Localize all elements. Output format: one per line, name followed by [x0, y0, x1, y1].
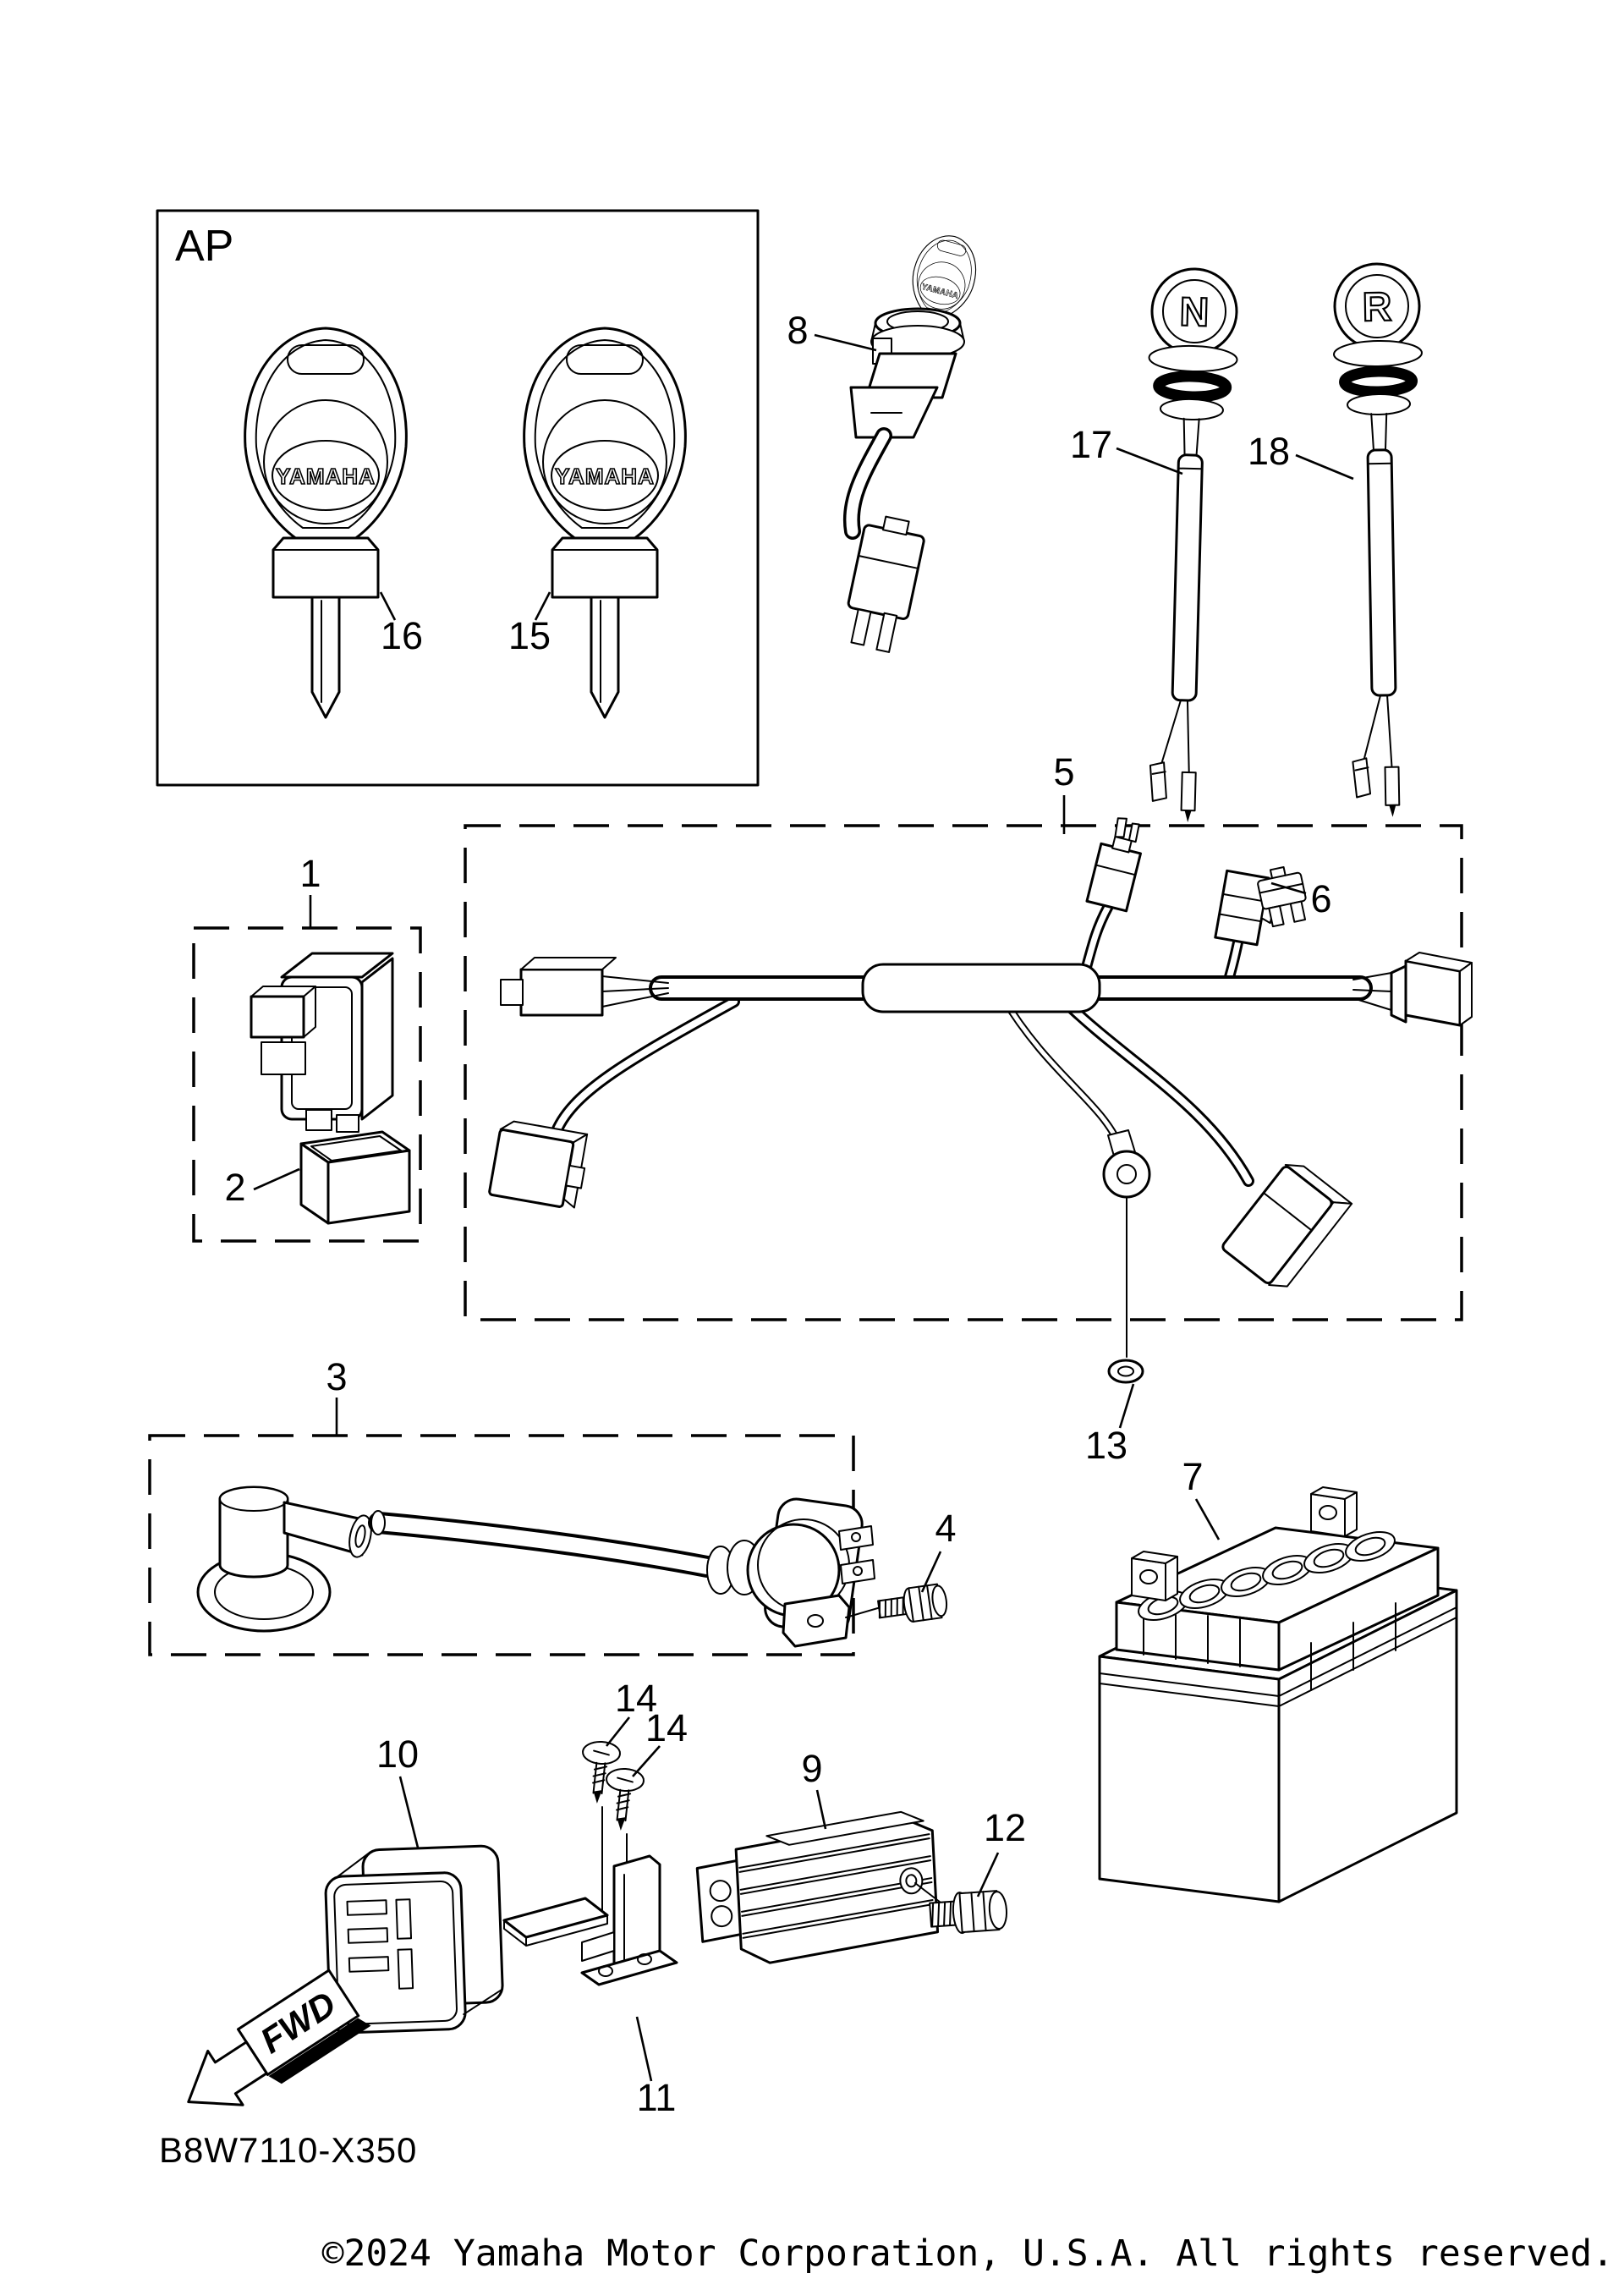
plug-lead-box-3: 3 — [148, 1355, 887, 1656]
battery-terminal-left — [1131, 1551, 1178, 1601]
callout-15[interactable]: 15 — [508, 614, 551, 657]
callout-2[interactable]: 2 — [224, 1166, 245, 1209]
leader-11 — [635, 2016, 653, 2082]
leader-14a — [605, 1716, 631, 1747]
screws-14: 14 14 — [579, 1677, 688, 1947]
harness-connector-lower-right — [1221, 1163, 1353, 1288]
ignition-coil — [706, 1497, 875, 1648]
cdi-unit — [250, 952, 394, 1133]
callout-10[interactable]: 10 — [376, 1733, 419, 1776]
ap-inset-border — [156, 209, 760, 787]
key-16-yamaha-logo: YAMAHA — [276, 464, 376, 489]
leader-8 — [814, 333, 877, 352]
cdi-box-1: 1 2 — [192, 852, 422, 1243]
screw-14b — [602, 1766, 645, 1833]
callout-1[interactable]: 1 — [299, 852, 321, 895]
ap-inset: AP YAMAHA YAMAHA 16 15 — [156, 209, 760, 787]
leader-2 — [253, 1167, 300, 1191]
callout-13[interactable]: 13 — [1085, 1424, 1127, 1467]
ap-inset-label: AP — [175, 222, 233, 271]
leader-15 — [534, 591, 551, 621]
callout-14b[interactable]: 14 — [645, 1706, 688, 1749]
cdi-box-border — [192, 926, 422, 1243]
fuse-6 — [1257, 865, 1307, 928]
cdi-holder-2 — [299, 1130, 411, 1225]
callout-16[interactable]: 16 — [381, 614, 423, 657]
harness-box-border — [464, 824, 1463, 1321]
neutral-letter: N — [1179, 290, 1210, 336]
relay-plate — [502, 1897, 609, 1939]
leader-16 — [379, 591, 397, 621]
relay-10: 10 — [324, 1733, 504, 2035]
drawing-number: B8W7110-X350 — [159, 2130, 417, 2170]
fwd-arrow: FWD — [187, 1969, 371, 2106]
copyright-line: ©2024 Yamaha Motor Corporation, U.S.A. A… — [322, 2232, 1614, 2275]
leader-9 — [815, 1789, 827, 1830]
callout-6[interactable]: 6 — [1310, 877, 1331, 920]
main-switch-8: YAMAHA 8 — [787, 228, 985, 653]
leader-12 — [976, 1852, 1000, 1897]
battery-side — [1277, 1589, 1458, 1903]
switch-connector — [847, 515, 925, 653]
leader-4 — [920, 1551, 942, 1593]
leader-7 — [1194, 1498, 1221, 1540]
key-15-yamaha-logo: YAMAHA — [555, 464, 655, 489]
bolt-4: 4 — [877, 1507, 957, 1623]
bracket-11: 11 — [502, 1854, 678, 2119]
key-15: YAMAHA — [523, 327, 687, 719]
neutral-lamp-17: N 17 — [1070, 268, 1239, 823]
callout-17[interactable]: 17 — [1070, 423, 1112, 466]
callout-18[interactable]: 18 — [1248, 430, 1290, 473]
washer-13: 13 — [1085, 1196, 1144, 1467]
harness-connector-right — [1390, 952, 1473, 1027]
leader-17 — [1116, 447, 1183, 475]
callout-5[interactable]: 5 — [1053, 750, 1074, 794]
rectifier-9: 9 — [695, 1747, 945, 1964]
callout-9[interactable]: 9 — [801, 1747, 822, 1790]
leader-6 — [1270, 881, 1307, 895]
harness-wrap — [861, 963, 1101, 1013]
battery-7: 7 — [1098, 1455, 1458, 1903]
battery-terminal-right — [1310, 1486, 1358, 1537]
callout-3[interactable]: 3 — [326, 1355, 347, 1398]
leader-14b — [632, 1745, 661, 1777]
bolt-12: 12 — [929, 1806, 1026, 1935]
harness-fuse-holder — [1085, 817, 1142, 913]
callout-12[interactable]: 12 — [984, 1806, 1026, 1849]
harness-connector-lower-left — [488, 1120, 589, 1209]
callout-8[interactable]: 8 — [787, 309, 808, 352]
reverse-lamp-18: R 18 — [1248, 263, 1430, 818]
callout-4[interactable]: 4 — [935, 1507, 956, 1550]
battery-cell-caps — [1138, 1530, 1396, 1622]
callout-14a[interactable]: 14 — [615, 1677, 657, 1720]
callout-11[interactable]: 11 — [637, 2076, 677, 2119]
harness-box-5: 5 — [464, 750, 1473, 1321]
reverse-letter: R — [1362, 285, 1392, 331]
callout-7[interactable]: 7 — [1182, 1455, 1203, 1498]
key-16: YAMAHA — [244, 327, 408, 719]
leader-13 — [1118, 1383, 1135, 1429]
harness-branch — [549, 996, 740, 1141]
leader-18 — [1295, 453, 1354, 481]
harness-connector-left — [500, 957, 617, 1017]
leader-10 — [398, 1776, 420, 1848]
